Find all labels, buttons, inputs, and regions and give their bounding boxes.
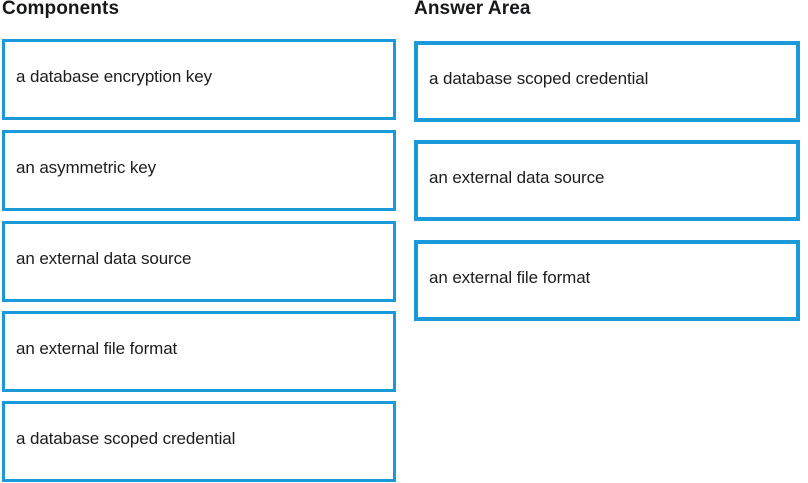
- component-option-box[interactable]: a database encryption key: [2, 39, 396, 120]
- component-option-label: an asymmetric key: [16, 157, 157, 177]
- answer-slot-box[interactable]: an external data source: [414, 140, 800, 221]
- answer-slot-label: an external data source: [429, 168, 605, 187]
- answer-slot-label: an external file format: [429, 268, 591, 287]
- component-option-label: a database scoped credential: [16, 428, 236, 448]
- component-option-label: an external data source: [16, 248, 192, 268]
- component-option-label: a database encryption key: [16, 66, 212, 86]
- answer-slot-label: a database scoped credential: [429, 69, 649, 88]
- component-option-box[interactable]: a database scoped credential: [2, 401, 396, 482]
- component-option-box[interactable]: an external data source: [2, 221, 396, 302]
- answer-slot-box[interactable]: a database scoped credential: [414, 41, 800, 122]
- answer-slot-box[interactable]: an external file format: [414, 240, 800, 321]
- component-option-label: an external file format: [16, 338, 178, 358]
- components-column-header: Components: [2, 0, 120, 19]
- component-option-box[interactable]: an external file format: [2, 311, 396, 392]
- component-option-box[interactable]: an asymmetric key: [2, 130, 396, 211]
- answer-area-column-header: Answer Area: [414, 0, 531, 19]
